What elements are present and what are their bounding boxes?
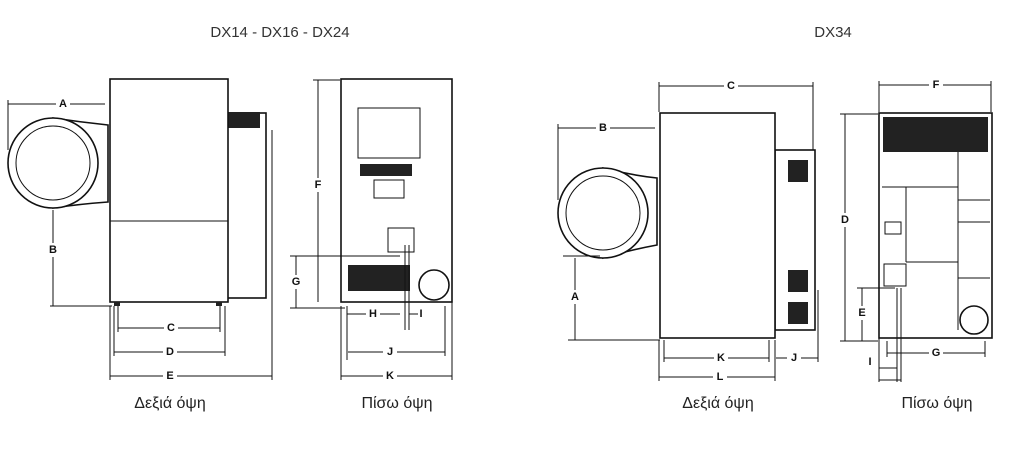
rear-view-dx14 — [340, 78, 453, 330]
dimension-label: L — [717, 371, 724, 383]
caption-rear-view-1: Πίσω όψη — [361, 395, 432, 412]
dimension-label: D — [166, 346, 174, 358]
dimension-label: A — [571, 291, 579, 303]
title-dx14-dx16-dx24: DX14 - DX16 - DX24 — [210, 24, 349, 41]
side-view-dx34 — [557, 112, 816, 339]
dimension-label: K — [386, 370, 394, 382]
caption-right-view-1: Δεξιά όψη — [134, 395, 205, 412]
dimension-label: B — [599, 122, 607, 134]
dimension-label: G — [292, 276, 301, 288]
dimension-label: K — [717, 352, 725, 364]
dimension-label: C — [727, 80, 735, 92]
side-view-dx14 — [7, 78, 267, 306]
dimension-label: I — [419, 308, 422, 320]
dimension-label: G — [932, 347, 941, 359]
dimension-label: E — [858, 307, 865, 319]
dimension-label: F — [315, 179, 322, 191]
dimensions-rear-dx34: F D E G I — [838, 78, 992, 382]
dimension-label: E — [166, 370, 173, 382]
dimension-label: J — [791, 352, 797, 364]
title-dx34: DX34 — [814, 24, 852, 41]
caption-rear-view-2: Πίσω όψη — [901, 395, 972, 412]
dimensions-side-dx34: C B A K J L — [557, 79, 819, 384]
rear-view-dx34 — [878, 112, 993, 339]
caption-right-view-2: Δεξιά όψη — [682, 395, 753, 412]
dimensions-rear-dx14: FF G H I J K — [289, 79, 453, 383]
dimensions-side-dx14: A B C D E — [7, 97, 273, 383]
dimension-label: F — [933, 79, 940, 91]
dimension-label: H — [369, 308, 377, 320]
dimension-label: J — [387, 346, 393, 358]
dimension-label: B — [49, 244, 57, 256]
dimension-label: D — [841, 214, 849, 226]
dimension-label: A — [59, 98, 67, 110]
dimension-label: I — [868, 356, 871, 368]
dimension-label: C — [167, 322, 175, 334]
